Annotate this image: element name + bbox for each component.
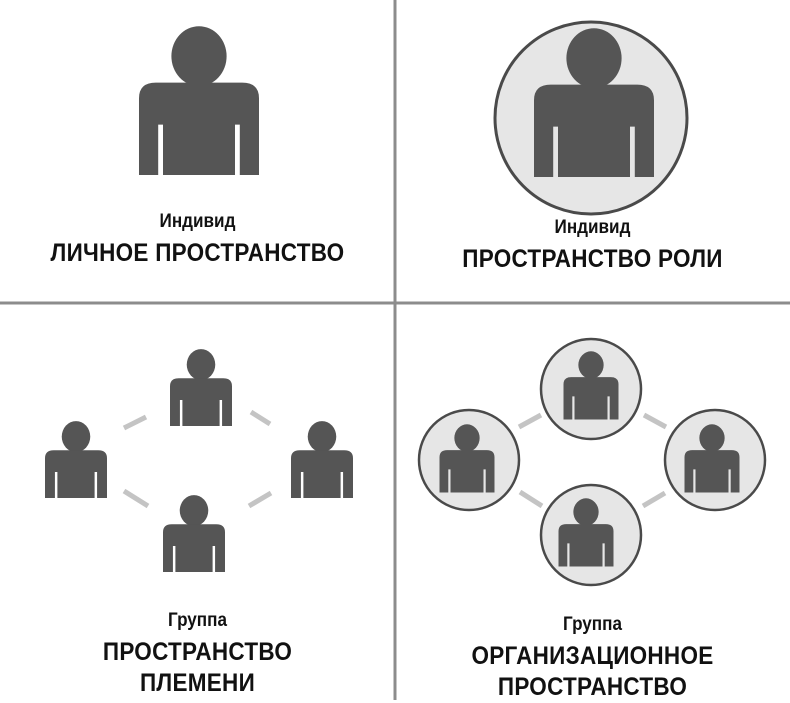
org-space-subtitle: Группа [563, 614, 622, 635]
org-connector-top-right [642, 412, 668, 430]
tribe-space-subtitle: Группа [168, 610, 227, 631]
personal-space-subtitle: Индивид [159, 211, 236, 232]
org-connectors [517, 412, 668, 509]
individual-person-icon [139, 26, 259, 175]
org-space-title-line1: ОРГАНИЗАЦИОННОЕ [471, 642, 714, 670]
org-circle-bottom [539, 483, 643, 587]
tribe-person-icon-right [291, 421, 353, 498]
tribe-space-title-line2: ПЛЕМЕНИ [139, 669, 256, 697]
org-connector-top-left [517, 412, 543, 430]
org-connector-bottom-right [641, 490, 667, 509]
personal-space-title: ЛИЧНОЕ ПРОСТРАНСТВО [50, 239, 345, 267]
org-space-title-line2: ПРОСТРАНСТВО [497, 673, 688, 701]
org-circle-top [539, 337, 643, 441]
tribe-person-icon-bottom [163, 495, 225, 572]
role-space-label: Индивид ПРОСТРАНСТВО РОЛИ [415, 217, 771, 274]
connector-bottom-right [247, 490, 273, 509]
connector-top-left [122, 414, 148, 431]
connector-bottom-left [122, 488, 150, 509]
personal-space-label: Индивид ЛИЧНОЕ ПРОСТРАНСТВО [20, 211, 376, 268]
role-space-title: ПРОСТРАНСТВО РОЛИ [462, 245, 723, 273]
org-circle-left [417, 408, 521, 512]
org-space-label: Группа ОРГАНИЗАЦИОННОЕ ПРОСТРАНСТВО [415, 614, 771, 703]
tribe-space-title-line1: ПРОСТРАНСТВО [102, 638, 293, 666]
tribe-person-icon-top [170, 349, 232, 426]
tribe-space-label: Группа ПРОСТРАНСТВО ПЛЕМЕНИ [20, 610, 376, 699]
tribe-person-icon-left [45, 421, 107, 498]
org-circle-right [663, 408, 767, 512]
tribe-connectors [122, 409, 273, 509]
role-space-subtitle: Индивид [554, 217, 631, 238]
org-connector-bottom-left [518, 489, 544, 509]
connector-top-right [249, 409, 272, 427]
